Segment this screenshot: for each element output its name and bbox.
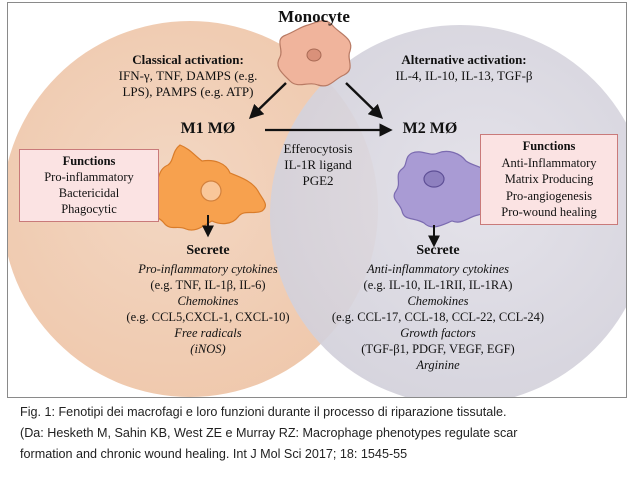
m2-label: M2 MØ xyxy=(402,120,458,137)
m1-function-item: Pro-inflammatory xyxy=(44,170,134,184)
m2-function-item: Pro-angiogenesis xyxy=(505,188,593,203)
m2-function-item: Pro-wound healing xyxy=(501,205,597,219)
caption-line: formation and chronic wound healing. Int… xyxy=(20,447,408,461)
m2-function-item: Matrix Producing xyxy=(504,172,594,186)
m2-nucleus-icon xyxy=(423,170,445,188)
arrow-icon xyxy=(248,82,287,120)
m1-nucleus-icon xyxy=(200,180,222,202)
middle-line-pge2: PGE2 xyxy=(302,173,334,188)
alternative-activation-line1: IL-4, IL-10, IL-13, TGF-β xyxy=(395,68,533,83)
monocyte-title: Monocyte xyxy=(278,7,350,26)
middle-line-efferocytosis: Efferocytosis xyxy=(283,141,353,156)
m2-macrophage-icon xyxy=(393,150,494,228)
m2-secrete-line: (TGF-β1, PDGF, VEGF, EGF) xyxy=(361,342,515,356)
alternative-activation-heading: Alternative activation: xyxy=(401,52,527,67)
m1-functions-box: Functions Pro-inflammatory Bactericidal … xyxy=(19,149,159,222)
macrophage-phenotype-figure: Monocyte Classical activation: IFN-γ, TN… xyxy=(7,2,627,398)
classical-activation-heading: Classical activation: xyxy=(132,52,244,67)
arrow-icon xyxy=(345,82,384,120)
m2-functions-box: Functions Anti-Inflammatory Matrix Produ… xyxy=(480,134,618,225)
m1-secrete-line: (e.g. CCL5,CXCL-1, CXCL-10) xyxy=(126,310,290,324)
caption-line: (Da: Hesketh M, Sahin KB, West ZE e Murr… xyxy=(20,426,518,440)
m2-secrete-line: Growth factors xyxy=(400,326,476,340)
m2-secrete-heading: Secrete xyxy=(416,243,460,258)
m2-secrete-line: (e.g. IL-10, IL-1RII, IL-1RA) xyxy=(363,278,513,292)
m1-label: M1 MØ xyxy=(180,120,236,137)
m2-secrete-line: Chemokines xyxy=(407,294,469,308)
m1-function-item: Bactericidal xyxy=(58,186,120,200)
m1-functions-heading: Functions xyxy=(62,154,116,168)
classical-activation-line1: IFN-γ, TNF, DAMPS (e.g. xyxy=(118,68,258,83)
m1-secrete-heading: Secrete xyxy=(186,243,230,258)
middle-line-il1r-ligand: IL-1R ligand xyxy=(284,157,352,172)
m1-secrete-line: Free radicals xyxy=(174,326,242,340)
diagram-background xyxy=(8,20,626,397)
m1-secrete-line: Chemokines xyxy=(177,294,239,308)
caption-line: Fig. 1: Fenotipi dei macrofagi e loro fu… xyxy=(20,405,507,419)
m2-function-item: Anti-Inflammatory xyxy=(501,155,597,170)
monocyte-nucleus-icon xyxy=(306,48,322,62)
m1-function-item: Phagocytic xyxy=(61,202,117,216)
m1-secrete-line: (e.g. TNF, IL-1β, IL-6) xyxy=(150,278,266,292)
classical-activation-line2: LPS), PAMPS (e.g. ATP) xyxy=(122,84,254,99)
m1-secrete-line: (iNOS) xyxy=(190,342,226,356)
m2-secrete-line: Arginine xyxy=(416,358,460,372)
figure-caption: Fig. 1: Fenotipi dei macrofagi e loro fu… xyxy=(20,402,625,465)
m2-functions-heading: Functions xyxy=(522,139,576,153)
m2-secrete-line: (e.g. CCL-17, CCL-18, CCL-22, CCL-24) xyxy=(331,310,545,324)
m1-secrete-line: Pro-inflammatory cytokines xyxy=(138,262,278,276)
m2-secrete-line: Anti-inflammatory cytokines xyxy=(367,262,509,276)
